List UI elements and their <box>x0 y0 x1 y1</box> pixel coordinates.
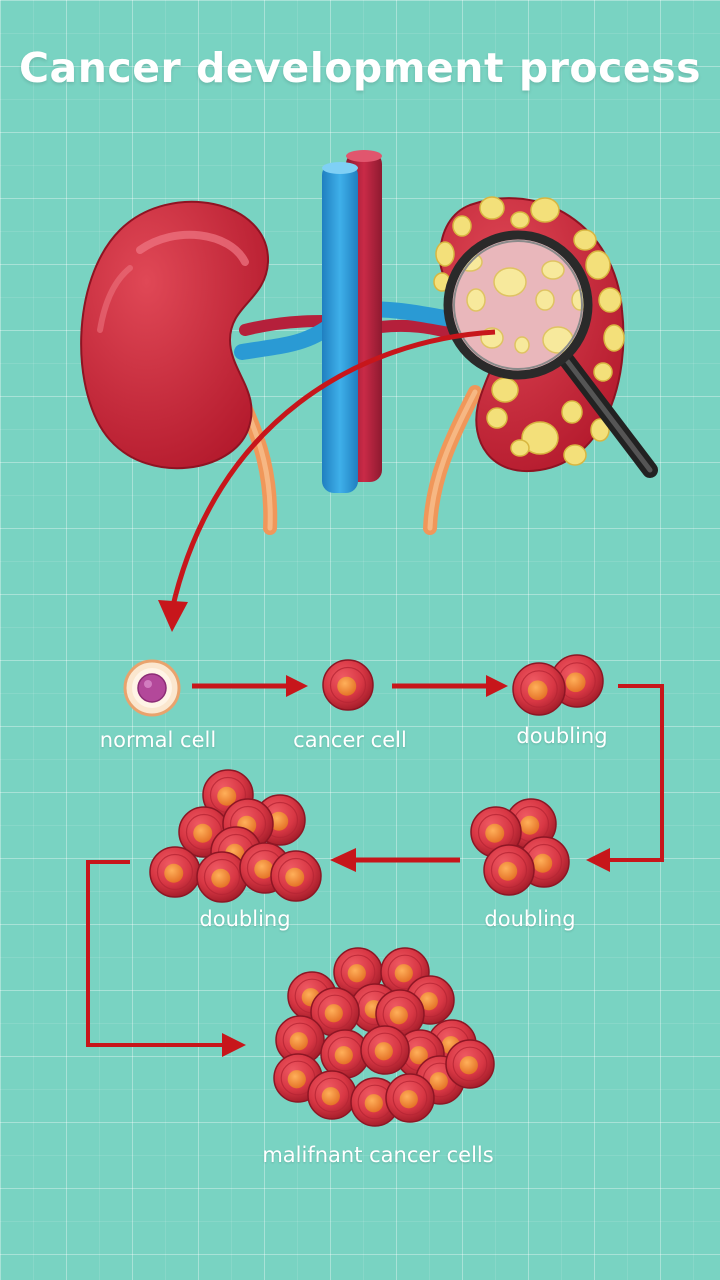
doubling-cells-2 <box>470 798 570 896</box>
doubling-cells-3 <box>149 769 322 903</box>
magnifying-glass-icon <box>443 230 658 478</box>
blood-vessels-icon <box>322 150 382 493</box>
label-doubling-2: doubling <box>484 907 576 931</box>
flow-arrows <box>86 675 664 1057</box>
doubling-cells-1 <box>512 654 604 716</box>
label-normal-cell: normal cell <box>99 728 217 752</box>
label-doubling-3: doubling <box>199 907 291 931</box>
kidney-icon <box>80 200 270 470</box>
malignant-cells-icon <box>273 947 495 1127</box>
curved-arrow <box>158 329 496 632</box>
label-doubling-1: doubling <box>516 724 608 748</box>
label-cancer-cell: cancer cell <box>293 728 407 752</box>
label-malignant-cells: malifnant cancer cells <box>262 1143 494 1167</box>
cancer-cell-icon <box>322 659 374 711</box>
page-title: Cancer development process <box>18 44 702 92</box>
normal-cell-icon <box>123 659 181 717</box>
